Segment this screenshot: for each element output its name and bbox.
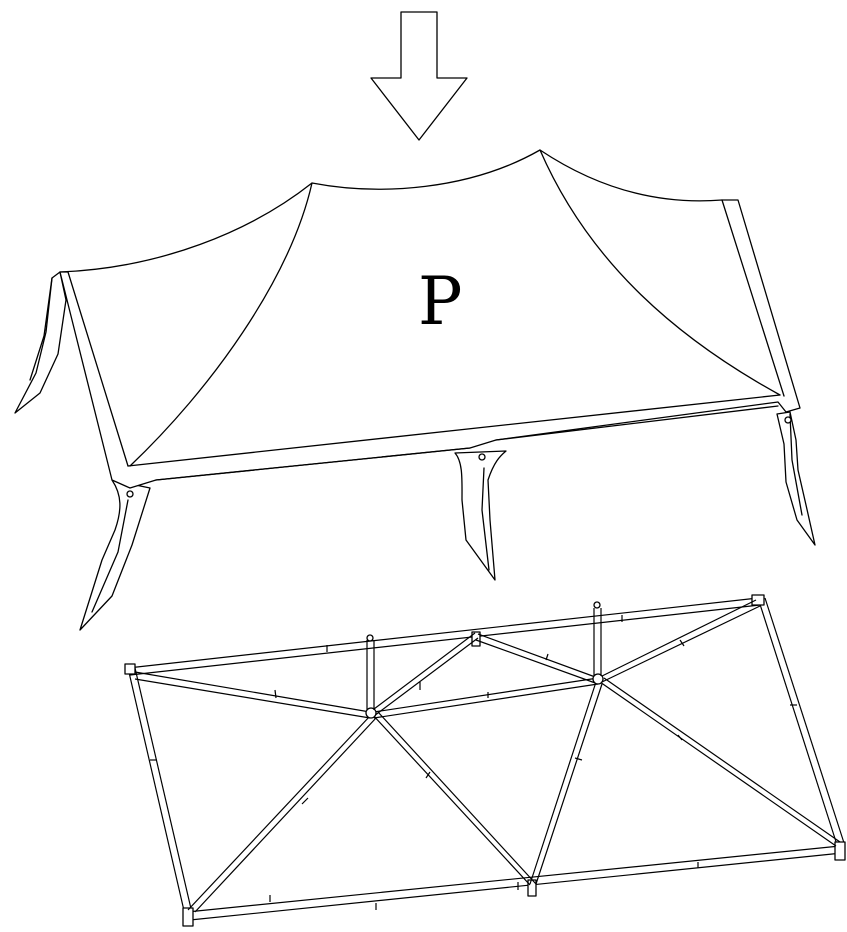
frame-perimeter	[127, 597, 846, 921]
down-arrow-icon	[370, 11, 468, 141]
canopy-drape-left	[14, 271, 67, 414]
tube-connector-marks	[150, 615, 797, 910]
grommet-icon	[126, 490, 134, 498]
tent-canopy	[14, 149, 816, 631]
grommet-icon	[784, 416, 792, 424]
frame-corner-back-left	[124, 663, 136, 675]
frame-right-hub	[475, 599, 841, 885]
tent-frame	[124, 594, 846, 927]
canopy-label: P	[418, 263, 462, 340]
frame-corner-back-right	[751, 594, 765, 606]
pole-cap-icon	[593, 601, 601, 609]
frame-left-hub	[134, 632, 599, 913]
grommet-icon	[478, 453, 486, 461]
hub-connector-icon	[365, 707, 377, 719]
frame-leg-front-right	[834, 841, 846, 861]
pole-cap-icon	[366, 634, 374, 642]
hub-connector-icon	[592, 673, 604, 685]
canopy-drape-middle	[454, 450, 507, 581]
canopy-drape-front-left	[79, 479, 151, 631]
frame-leg-front-left	[182, 907, 194, 927]
